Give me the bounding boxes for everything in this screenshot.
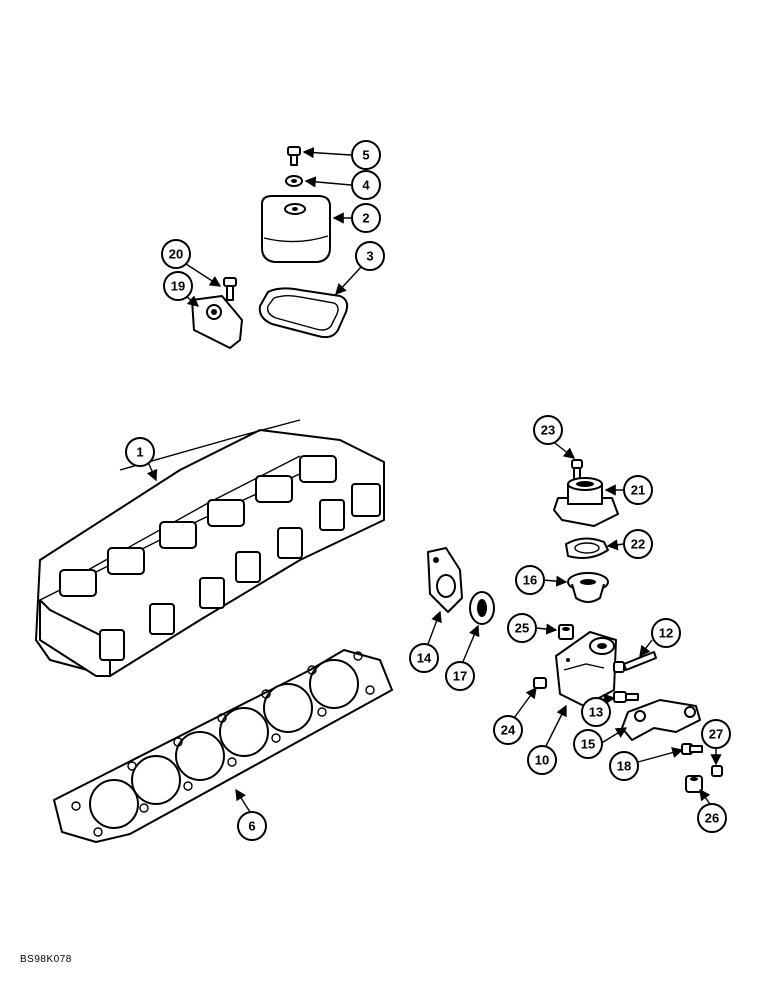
callout-23: 23: [533, 415, 563, 445]
bolt-part-13: [613, 691, 639, 703]
gasket-bolt-holes: [71, 651, 375, 837]
callout-17: 17: [445, 661, 475, 691]
callout-24: 24: [493, 715, 523, 745]
callout-label-20: 20: [169, 247, 183, 262]
bolt-part-18: [681, 743, 703, 755]
callout-19: 19: [163, 271, 193, 301]
lifting-bracket-part-19: [191, 295, 243, 349]
callout-label-16: 16: [523, 573, 537, 588]
callout-label-5: 5: [362, 148, 369, 163]
bolt-part-12: [613, 651, 657, 673]
callout-label-15: 15: [581, 737, 595, 752]
callout-label-10: 10: [535, 753, 549, 768]
screw-part-27: [711, 765, 723, 777]
bolt-part-5: [287, 146, 301, 166]
callout-label-24: 24: [501, 723, 516, 738]
spacer-part-26: [685, 775, 703, 793]
callout-label-21: 21: [631, 483, 645, 498]
rocker-cover-gasket-part-3: [258, 287, 349, 339]
callout-2: 2: [351, 203, 381, 233]
callout-27: 27: [701, 719, 731, 749]
callout-18: 18: [609, 751, 639, 781]
callout-3: 3: [355, 241, 385, 271]
thermostat-gasket-part-22: [565, 537, 609, 559]
water-outlet-part-21: [553, 477, 619, 527]
gasket-part-14: [427, 547, 463, 613]
rocker-bosses: [59, 455, 337, 597]
callout-label-19: 19: [171, 279, 185, 294]
fitting-part-24: [533, 677, 547, 689]
seal-part-17: [469, 591, 495, 625]
callout-6: 6: [237, 811, 267, 841]
thermostat-housing-part-10: [555, 631, 617, 707]
callout-label-18: 18: [617, 759, 631, 774]
callout-1: 1: [125, 437, 155, 467]
rocker-cover-part-2: [261, 195, 331, 263]
plug-part-25: [558, 624, 574, 640]
callout-26: 26: [697, 803, 727, 833]
thermostat-part-16: [567, 572, 609, 603]
callout-15: 15: [573, 729, 603, 759]
port-flanges: [99, 483, 381, 661]
callout-label-26: 26: [705, 811, 719, 826]
callout-label-13: 13: [589, 705, 603, 720]
callout-22: 22: [623, 529, 653, 559]
callout-label-4: 4: [362, 178, 370, 193]
callout-label-12: 12: [659, 626, 673, 641]
callout-13: 13: [581, 697, 611, 727]
callout-20: 20: [161, 239, 191, 269]
callout-label-22: 22: [631, 537, 645, 552]
callout-label-23: 23: [541, 423, 555, 438]
bolt-part-20: [223, 277, 237, 301]
callout-21: 21: [623, 475, 653, 505]
callout-12: 12: [651, 618, 681, 648]
bolt-part-23: [571, 459, 583, 481]
callout-10: 10: [527, 745, 557, 775]
callout-label-17: 17: [453, 669, 467, 684]
bracket-part-15: [621, 699, 701, 741]
leader-lines: [146, 147, 722, 813]
callout-25: 25: [507, 613, 537, 643]
isolator-part-4: [285, 175, 303, 187]
callout-label-2: 2: [362, 211, 369, 226]
callout-4: 4: [351, 170, 381, 200]
callout-label-25: 25: [515, 621, 529, 636]
callout-label-1: 1: [136, 445, 143, 460]
head-gasket-part-6: [53, 649, 393, 843]
callout-label-6: 6: [248, 819, 255, 834]
callout-label-14: 14: [417, 651, 432, 666]
callout-label-27: 27: [709, 727, 723, 742]
callout-14: 14: [409, 643, 439, 673]
callout-16: 16: [515, 565, 545, 595]
figure-code: BS98K078: [20, 954, 72, 965]
callout-label-3: 3: [366, 249, 373, 264]
callout-5: 5: [351, 140, 381, 170]
cylinder-head-part-1: [35, 419, 385, 677]
